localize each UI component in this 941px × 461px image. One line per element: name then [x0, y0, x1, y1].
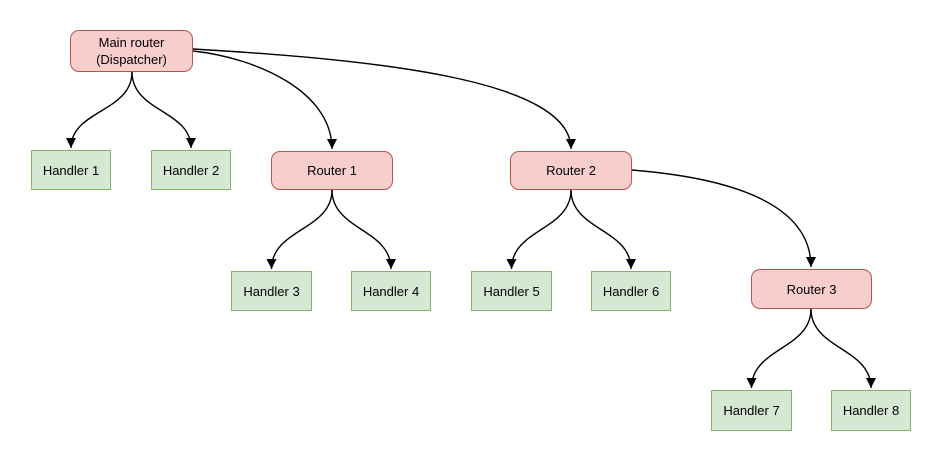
node-handler-2: Handler 2: [151, 150, 231, 190]
node-main-router-label-line2: (Dispatcher): [96, 52, 167, 67]
node-handler-1-label: Handler 1: [42, 162, 100, 178]
node-router-2: Router 2: [510, 151, 632, 190]
node-router-2-label: Router 2: [546, 163, 596, 178]
node-handler-7: Handler 7: [711, 390, 792, 431]
edge-router-2-to-handler-6: [570, 189, 636, 270]
node-handler-4: Handler 4: [351, 271, 431, 311]
node-handler-3: Handler 3: [231, 271, 312, 311]
edge-router-3-to-handler-7: [746, 308, 812, 389]
node-handler-6-label: Handler 6: [602, 283, 660, 299]
edge-router-3-to-handler-8: [810, 308, 876, 389]
node-handler-7-label: Handler 7: [723, 403, 780, 418]
node-main-router-label-line1: Main router: [98, 35, 165, 50]
node-main-router: Main router (Dispatcher): [70, 30, 193, 72]
edge-main-to-handler-2: [131, 71, 196, 149]
node-router-3: Router 3: [751, 269, 872, 309]
node-handler-5-label: Handler 5: [483, 283, 540, 299]
edge-router-1-to-handler-4: [331, 189, 396, 270]
node-handler-1: Handler 1: [31, 150, 111, 190]
edge-main-to-router-1: [192, 50, 337, 150]
edge-main-to-handler-1: [66, 71, 133, 149]
node-router-1-label: Router 1: [307, 163, 357, 178]
node-router-1: Router 1: [271, 151, 393, 190]
node-handler-6: Handler 6: [591, 271, 671, 311]
edge-router-2-to-handler-5: [506, 189, 572, 270]
edge-main-to-router-2: [192, 48, 576, 150]
node-handler-8-label: Handler 8: [842, 403, 900, 418]
edge-router-2-to-router-3: [631, 169, 816, 268]
node-handler-4-label: Handler 4: [362, 283, 420, 299]
node-handler-8: Handler 8: [831, 390, 911, 431]
node-handler-3-label: Handler 3: [243, 283, 300, 299]
node-router-3-label: Router 3: [786, 281, 837, 297]
node-handler-2-label: Handler 2: [162, 162, 220, 178]
edge-router-1-to-handler-3: [266, 189, 333, 270]
node-handler-5: Handler 5: [471, 271, 552, 311]
